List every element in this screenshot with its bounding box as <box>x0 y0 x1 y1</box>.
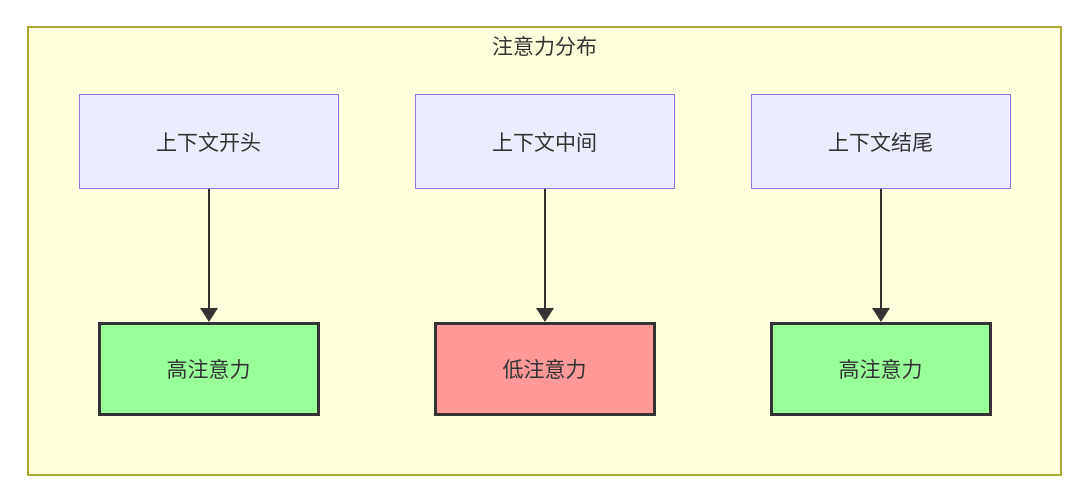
arrow-shaft <box>879 189 882 308</box>
arrowhead-icon <box>871 308 890 322</box>
node-context-start: 上下文开头 <box>78 94 339 189</box>
down-arrow-icon <box>199 189 219 322</box>
flow-columns: 上下文开头 高注意力 上下文中间 低注意力 上下文结尾 <box>29 94 1060 416</box>
diagram-frame: 注意力分布 上下文开头 高注意力 上下文中间 低注意力 上下文结尾 <box>27 26 1062 476</box>
node-high-attention-2: 高注意力 <box>769 322 992 416</box>
node-low-attention: 低注意力 <box>433 322 656 416</box>
node-high-attention-1: 高注意力 <box>97 322 320 416</box>
flow-column-start: 上下文开头 高注意力 <box>78 94 339 416</box>
node-context-middle: 上下文中间 <box>414 94 675 189</box>
diagram-title: 注意力分布 <box>492 36 597 59</box>
arrowhead-icon <box>535 308 554 322</box>
arrow-shaft <box>543 189 546 308</box>
flow-column-end: 上下文结尾 高注意力 <box>750 94 1011 416</box>
arrowhead-icon <box>199 308 218 322</box>
arrow-shaft <box>207 189 210 308</box>
flow-column-middle: 上下文中间 低注意力 <box>414 94 675 416</box>
down-arrow-icon <box>535 189 555 322</box>
down-arrow-icon <box>871 189 891 322</box>
node-context-end: 上下文结尾 <box>750 94 1011 189</box>
